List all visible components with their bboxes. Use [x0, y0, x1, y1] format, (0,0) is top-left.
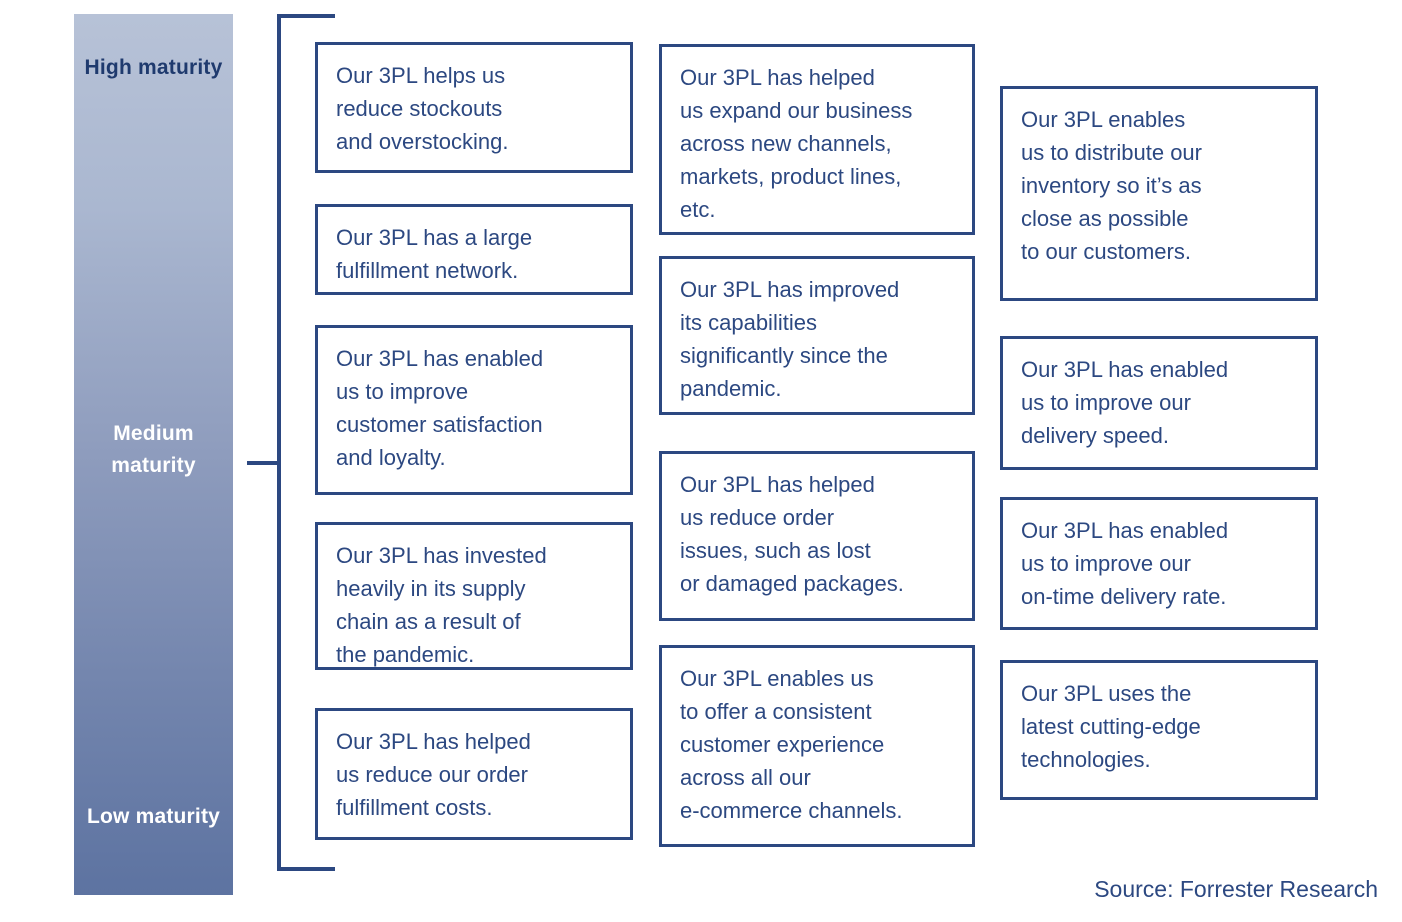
quote-box: Our 3PL has helped us reduce order issue…: [659, 451, 975, 621]
maturity-gradient-bar: [74, 14, 233, 895]
quote-box: Our 3PL uses the latest cutting-edge tec…: [1000, 660, 1318, 800]
medium-maturity-label: Medium maturity: [111, 422, 196, 477]
quote-box: Our 3PL has enabled us to improve custom…: [315, 325, 633, 495]
bracket-top-arm: [277, 14, 335, 18]
quote-box: Our 3PL enables us to distribute our inv…: [1000, 86, 1318, 301]
quote-box: Our 3PL has enabled us to improve our on…: [1000, 497, 1318, 630]
bracket-vertical-line: [277, 14, 281, 871]
quote-box: Our 3PL has enabled us to improve our de…: [1000, 336, 1318, 470]
low-maturity-label: Low maturity: [86, 805, 221, 828]
quote-box: Our 3PL enables us to offer a consistent…: [659, 645, 975, 847]
bracket-middle-tick: [247, 461, 281, 465]
bracket-bottom-arm: [277, 867, 335, 871]
quote-box: Our 3PL has helped us reduce our order f…: [315, 708, 633, 840]
quote-box: Our 3PL has invested heavily in its supp…: [315, 522, 633, 670]
quote-box: Our 3PL has a large fulfillment network.: [315, 204, 633, 295]
quote-box: Our 3PL has helped us expand our busines…: [659, 44, 975, 235]
high-maturity-label: High maturity: [84, 56, 223, 79]
quote-box: Our 3PL has improved its capabilities si…: [659, 256, 975, 415]
source-attribution: Source: Forrester Research: [1094, 876, 1378, 902]
quote-box: Our 3PL helps us reduce stockouts and ov…: [315, 42, 633, 173]
